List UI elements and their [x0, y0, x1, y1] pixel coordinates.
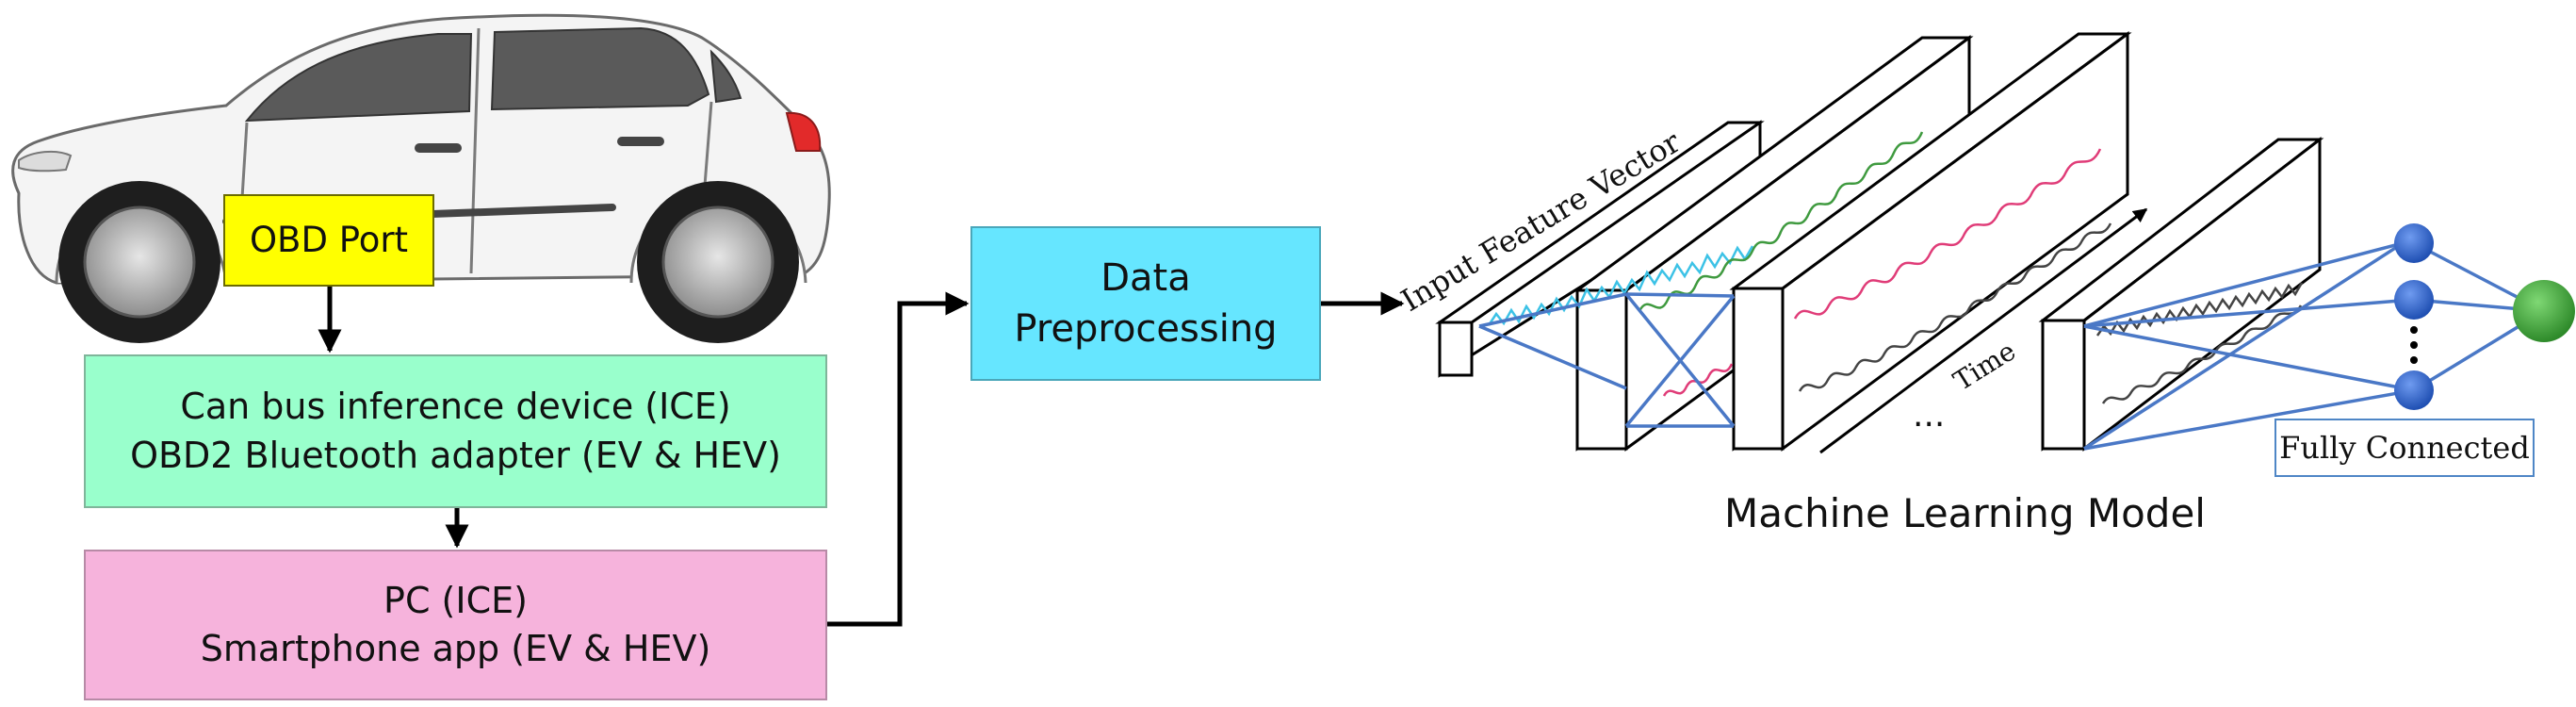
neuron-1 [2394, 223, 2434, 263]
device-line-2: OBD2 Bluetooth adapter (EV & HEV) [130, 434, 781, 476]
pc-smartphone-box: PC (ICE) Smartphone app (EV & HEV) [84, 550, 827, 700]
preprocessing-line-2: Preprocessing [1014, 307, 1278, 351]
preprocessing-line-1: Data [1101, 256, 1191, 300]
neuron-ellipsis-dot [2410, 356, 2418, 364]
car-front-wheel [637, 181, 799, 343]
fully-connected-neurons [2394, 223, 2575, 410]
obd-port-box: OBD Port [223, 194, 434, 287]
time-axis-arrow [1819, 207, 2148, 454]
layers-ellipsis: ... [1913, 396, 1946, 435]
car-rear-window [244, 33, 473, 123]
output-neuron [2513, 280, 2575, 342]
ml-model-title: Machine Learning Model [1724, 490, 2206, 536]
car-head-light [18, 150, 73, 173]
neuron-2 [2394, 280, 2434, 320]
arrow-pc-to-preprocessing [827, 291, 970, 627]
fully-connected-label: Fully Connected [2274, 419, 2535, 477]
device-line-1: Can bus inference device (ICE) [180, 386, 731, 428]
connections [1478, 241, 2545, 451]
data-preprocessing-box: Data Preprocessing [970, 226, 1321, 381]
inference-device-box: Can bus inference device (ICE) OBD2 Blue… [84, 354, 827, 508]
pipeline-arrows [318, 287, 1405, 627]
car-quarter-window [709, 49, 742, 104]
obd-port-label: OBD Port [249, 220, 409, 261]
signal-dark [1798, 222, 2112, 392]
layer-conv-2 [1729, 31, 2132, 452]
car-door-handle-front [617, 137, 664, 146]
neuron-n [2394, 370, 2434, 410]
ml-model [1435, 31, 2575, 454]
car-front-window [490, 26, 710, 111]
car-illustration [11, 13, 831, 343]
car-rear-wheel [58, 181, 220, 343]
signal-red [1793, 148, 2102, 320]
neuron-ellipsis-dot [2410, 326, 2418, 334]
neuron-ellipsis-dot [2410, 341, 2418, 349]
car-tail-light [785, 111, 822, 152]
signal-dark-layer4-b [2101, 304, 2303, 404]
layer-input [1435, 120, 1765, 378]
pc-line-1: PC (ICE) [383, 579, 528, 621]
car-door-handle-rear [415, 143, 462, 153]
pc-line-2: Smartphone app (EV & HEV) [200, 628, 711, 669]
